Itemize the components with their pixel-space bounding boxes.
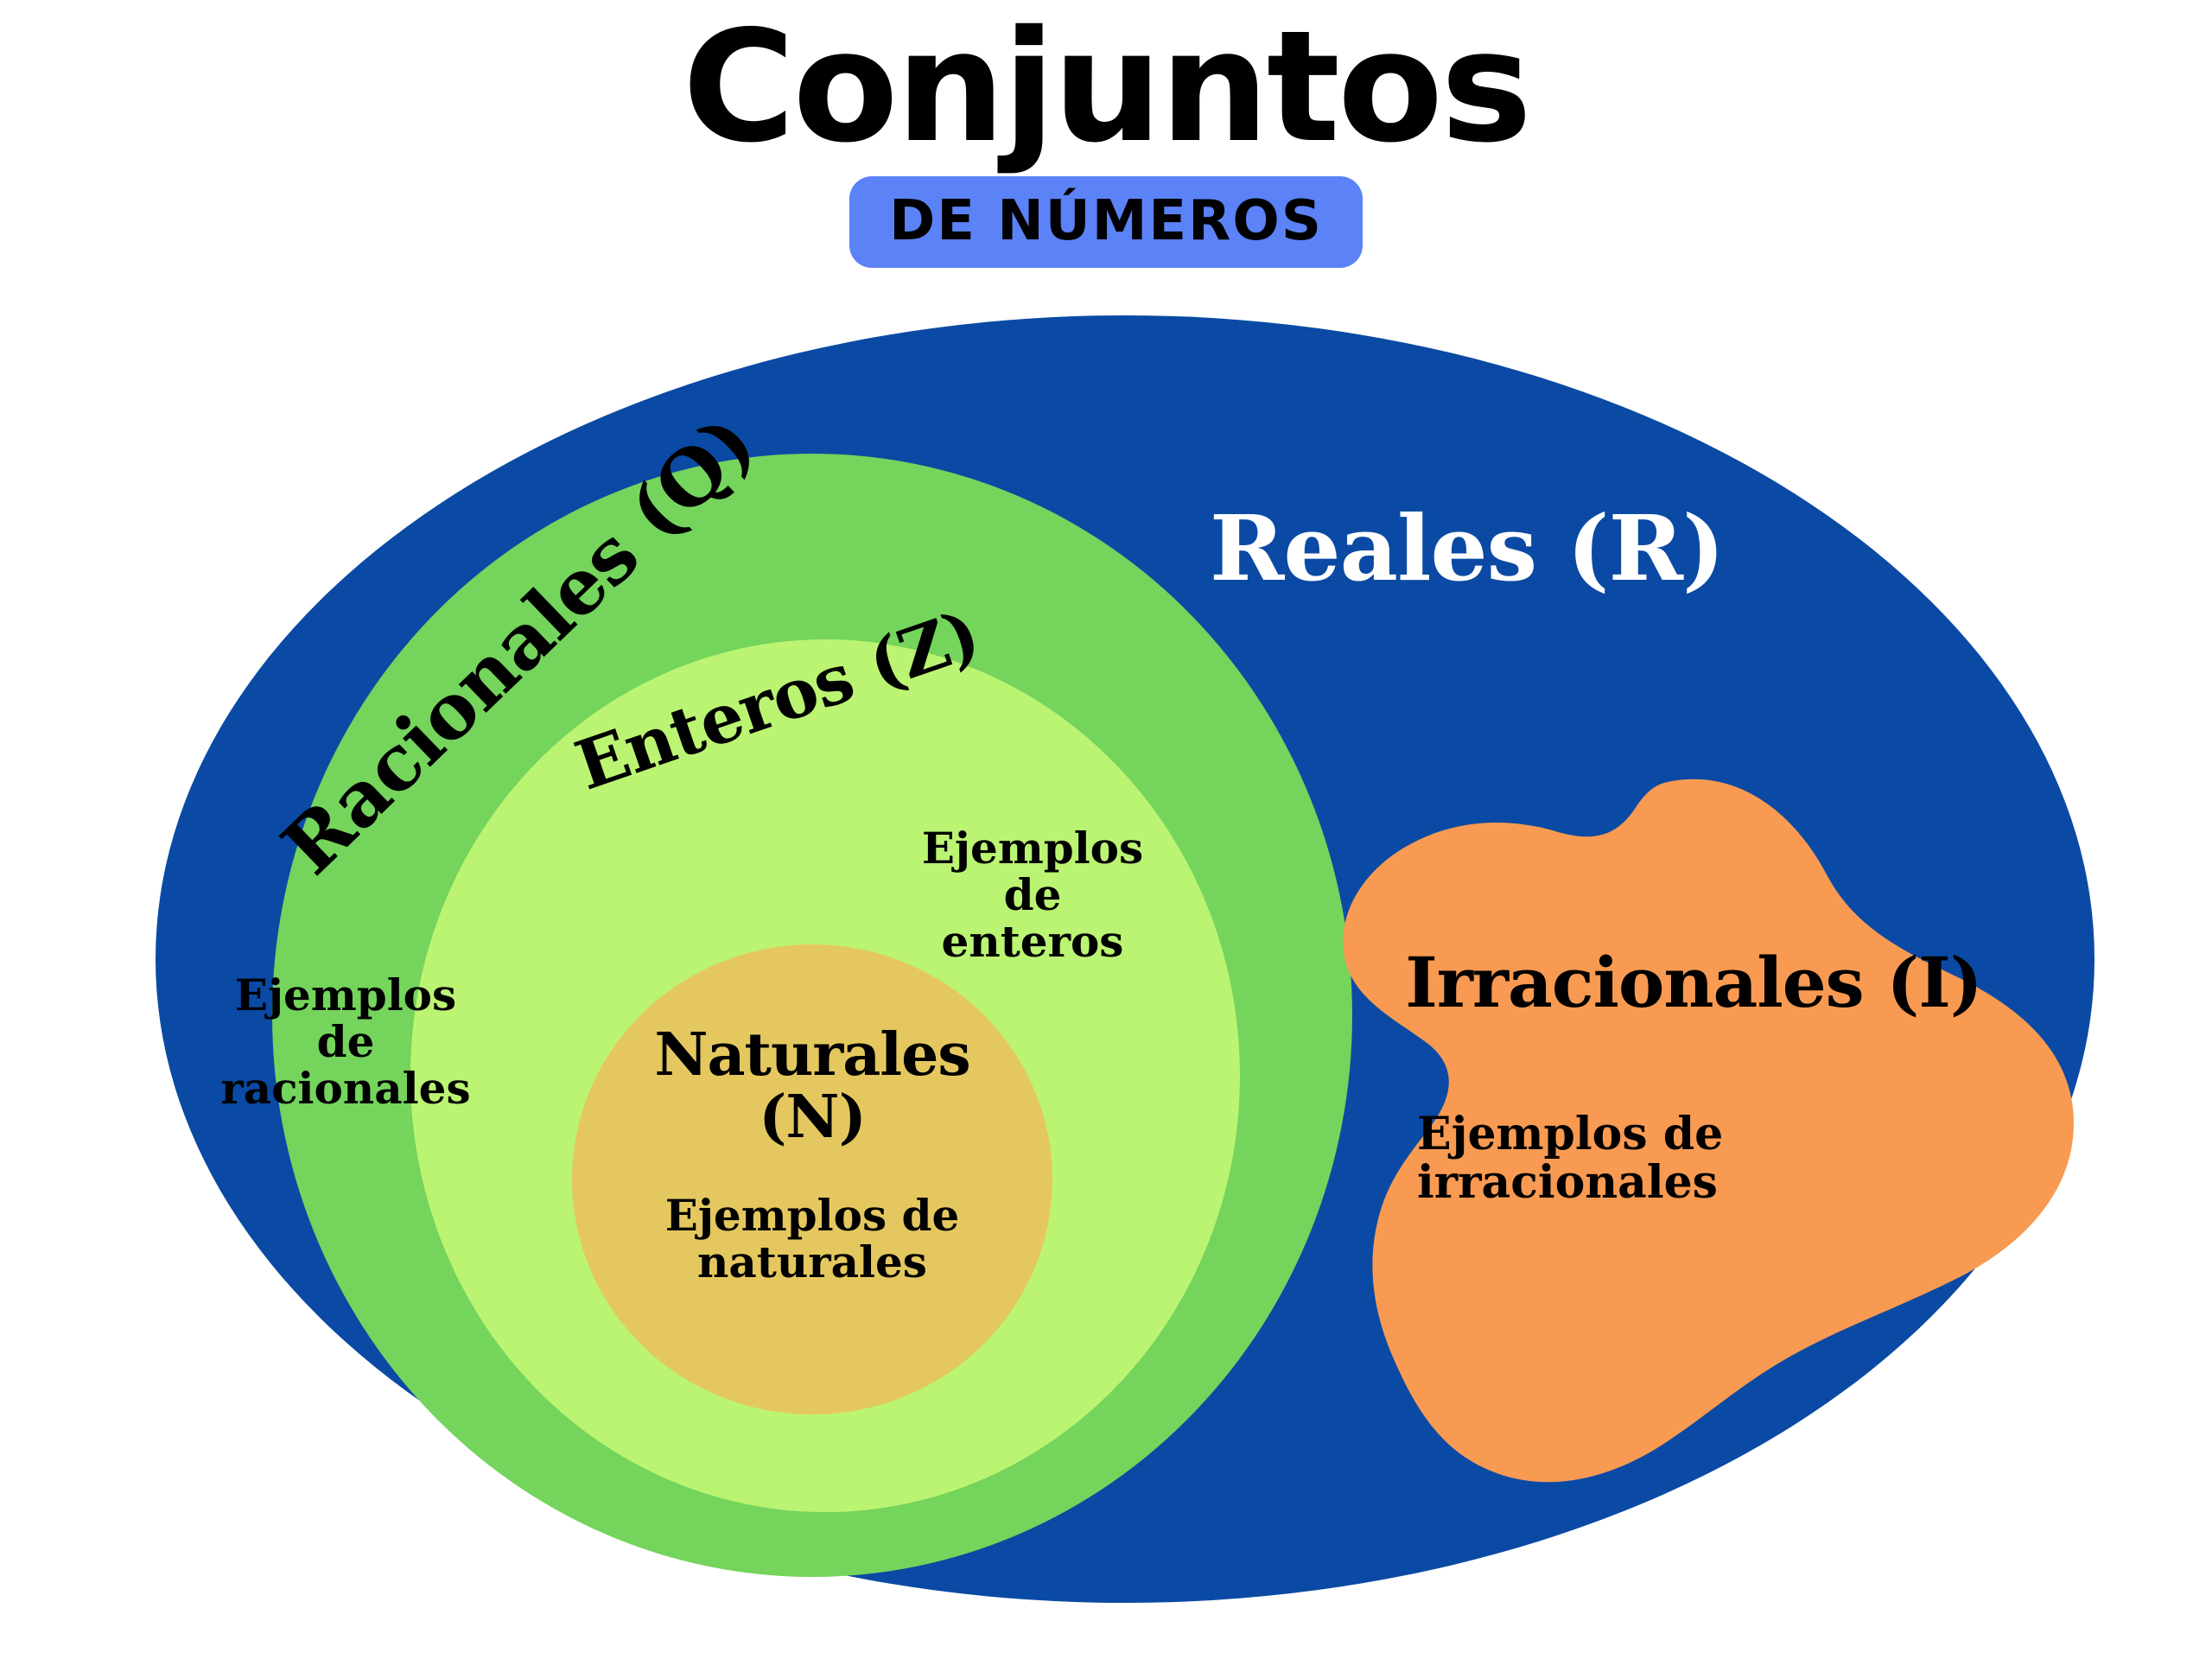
subtitle-badge: DE NÚMEROS bbox=[849, 176, 1363, 268]
set-label-naturales: Naturales (N) bbox=[654, 1020, 970, 1153]
set-shape-irracionales bbox=[1343, 779, 2074, 1483]
page-title: Conjuntos bbox=[682, 0, 1532, 176]
set-label-irracionales: Irracionales (I) bbox=[1405, 942, 1982, 1023]
set-examples-racionales: Ejemplos de racionales bbox=[220, 969, 471, 1114]
set-examples-naturales: Ejemplos de naturales bbox=[664, 1190, 960, 1287]
set-label-reales: Reales (R) bbox=[1210, 495, 1725, 601]
set-examples-enteros: Ejemplos de enteros bbox=[921, 823, 1144, 967]
set-shape-naturales bbox=[572, 944, 1052, 1414]
header: Conjuntos DE NÚMEROS bbox=[0, 0, 2212, 268]
set-examples-irracionales: Ejemplos de irracionales bbox=[1417, 1108, 1724, 1210]
